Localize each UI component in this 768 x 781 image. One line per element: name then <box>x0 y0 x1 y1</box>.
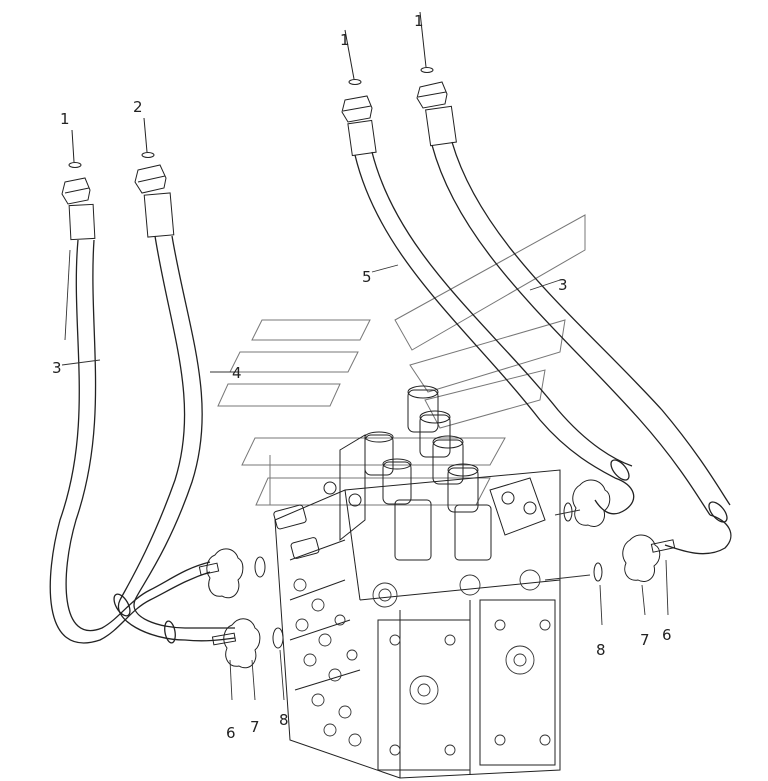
hex-nut-1a <box>61 177 91 205</box>
o-ring-2 <box>141 152 155 158</box>
label-1-left: 1 <box>60 110 70 128</box>
hose-3b-edge-a <box>431 144 711 516</box>
spool-body-2 <box>454 504 492 561</box>
hex-nut-2 <box>134 164 167 194</box>
label-7-left: 7 <box>250 718 260 736</box>
spool-cap-6 <box>447 467 479 513</box>
label-5: 5 <box>362 268 372 286</box>
o-ring-1b <box>348 79 362 85</box>
valve-front-plate <box>377 619 471 771</box>
valve-body-outline <box>274 469 561 779</box>
valve-ports <box>293 569 551 756</box>
spool-side-block <box>339 434 366 542</box>
callout-labels: 1 2 1 1 3 4 5 3 6 7 8 8 7 6 <box>52 12 672 742</box>
o-ring-left-upper <box>254 556 266 578</box>
fasteners <box>198 479 676 669</box>
hose-3a-edge-b <box>65 239 211 631</box>
spool-body-1 <box>394 499 432 561</box>
o-ring-8b <box>593 562 603 582</box>
right-fitting-block <box>489 477 546 536</box>
left-hoses <box>49 235 236 644</box>
label-3-left: 3 <box>52 359 62 377</box>
label-3-right: 3 <box>558 276 568 294</box>
label-7-right: 7 <box>640 631 650 649</box>
o-ring-1a <box>68 162 82 168</box>
hose-4-edge-a <box>117 235 236 642</box>
valve-block <box>274 469 561 779</box>
hose-3a-edge-a <box>49 239 211 644</box>
hose-ferrule-5 <box>347 119 377 157</box>
hose-ferrule-3b <box>425 105 457 147</box>
hex-nut-1c <box>416 81 448 109</box>
hose-3b-edge-b <box>451 141 731 506</box>
valve-side-plate <box>479 599 556 766</box>
left-fitting-group <box>61 117 175 241</box>
label-6-right: 6 <box>662 626 672 644</box>
right-hoses <box>354 141 732 555</box>
label-4: 4 <box>232 364 242 382</box>
o-ring-8a <box>272 627 284 649</box>
hose-4-edge-b <box>133 235 235 629</box>
hose-crimp <box>113 593 131 617</box>
spool-cap-5 <box>382 461 412 505</box>
label-8-right: 8 <box>596 641 606 659</box>
hose-crimp-b <box>164 620 176 644</box>
hose-5-elbow <box>594 477 635 515</box>
hose-crimp-c <box>610 459 630 481</box>
hose-5-edge-b <box>371 151 633 467</box>
hose-5-edge-a <box>354 154 616 479</box>
star-knob-left-upper <box>206 548 244 599</box>
leader-lines <box>61 249 669 701</box>
label-6-left: 6 <box>226 724 236 742</box>
star-knob-right-lower <box>622 534 661 582</box>
label-1-mid: 1 <box>340 31 350 49</box>
label-8-left: 8 <box>279 711 289 729</box>
hose-crimp-d <box>708 501 728 523</box>
valve-spools <box>273 385 546 561</box>
hose-ferrule-3a <box>68 203 96 241</box>
o-ring-1c <box>420 67 434 73</box>
hose-ferrule-4 <box>143 192 175 238</box>
label-2: 2 <box>133 98 143 116</box>
star-knob-right-upper <box>572 479 611 527</box>
right-fitting-group <box>341 11 457 157</box>
label-1-right: 1 <box>414 12 424 30</box>
star-knob-left-lower <box>223 618 261 669</box>
hex-nut-1b <box>341 95 373 123</box>
